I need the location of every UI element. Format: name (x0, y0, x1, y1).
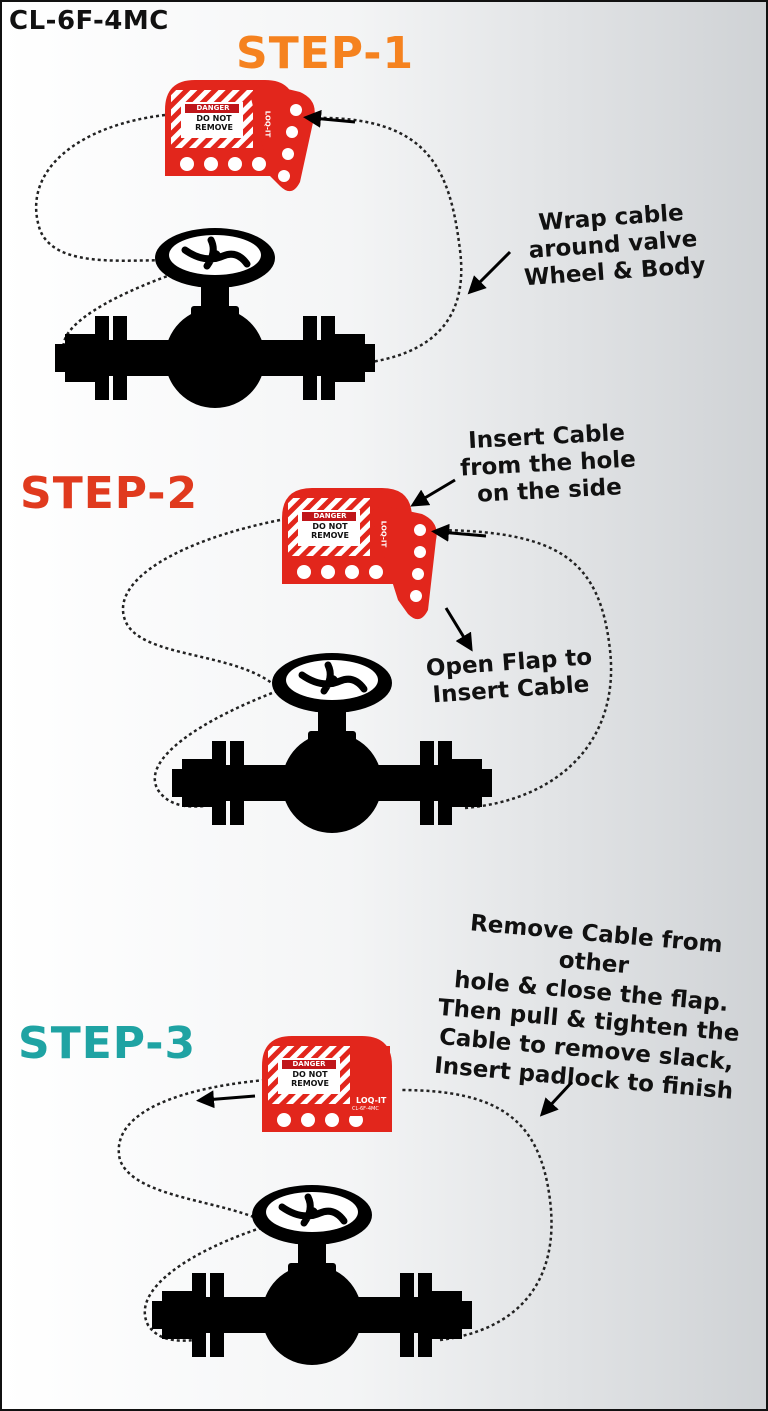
lockout-2-danger-label: DANGER (313, 512, 347, 520)
lockout-1-do-not-remove: DO NOT REMOVE (195, 114, 233, 132)
valve-silhouette-2 (172, 653, 492, 833)
step-1-arrow-cable (303, 109, 356, 128)
lockout-2-brand: LOQ-IT (379, 520, 388, 548)
lockout-3-brand: LOQ-IT (356, 1096, 387, 1105)
step-2-arrow-hole (410, 478, 456, 507)
lockout-1-brand: LOQ-IT (263, 110, 272, 138)
step-2-arrow-flap (444, 607, 473, 652)
lockout-3-danger-label: DANGER (292, 1060, 326, 1068)
model-number: CL-6F-4MC (9, 6, 169, 36)
step-2-cable (121, 518, 613, 810)
lockout-1-danger-label: DANGER (196, 104, 230, 112)
step-3-arrow-pull (196, 1090, 256, 1109)
step-3-arrow-note (539, 1080, 574, 1117)
step-3-title: STEP-3 (18, 1018, 197, 1069)
step-2-arrow-cable (431, 523, 487, 542)
step-2-title: STEP-2 (20, 468, 199, 519)
step-3-cable (117, 1078, 553, 1342)
valve-silhouette-3 (152, 1185, 472, 1365)
lockout-2-do-not-remove: DO NOT REMOVE (311, 522, 349, 540)
valve-silhouette-1 (55, 228, 375, 408)
lockout-3-do-not-remove: DO NOT REMOVE (291, 1070, 329, 1088)
step-1-arrow-note (467, 250, 512, 295)
lockout-flap-closed-3 (350, 1046, 390, 1116)
lockout-3-model-small: CL-6F-4MC (352, 1106, 379, 1112)
step-1-title: STEP-1 (236, 28, 415, 79)
